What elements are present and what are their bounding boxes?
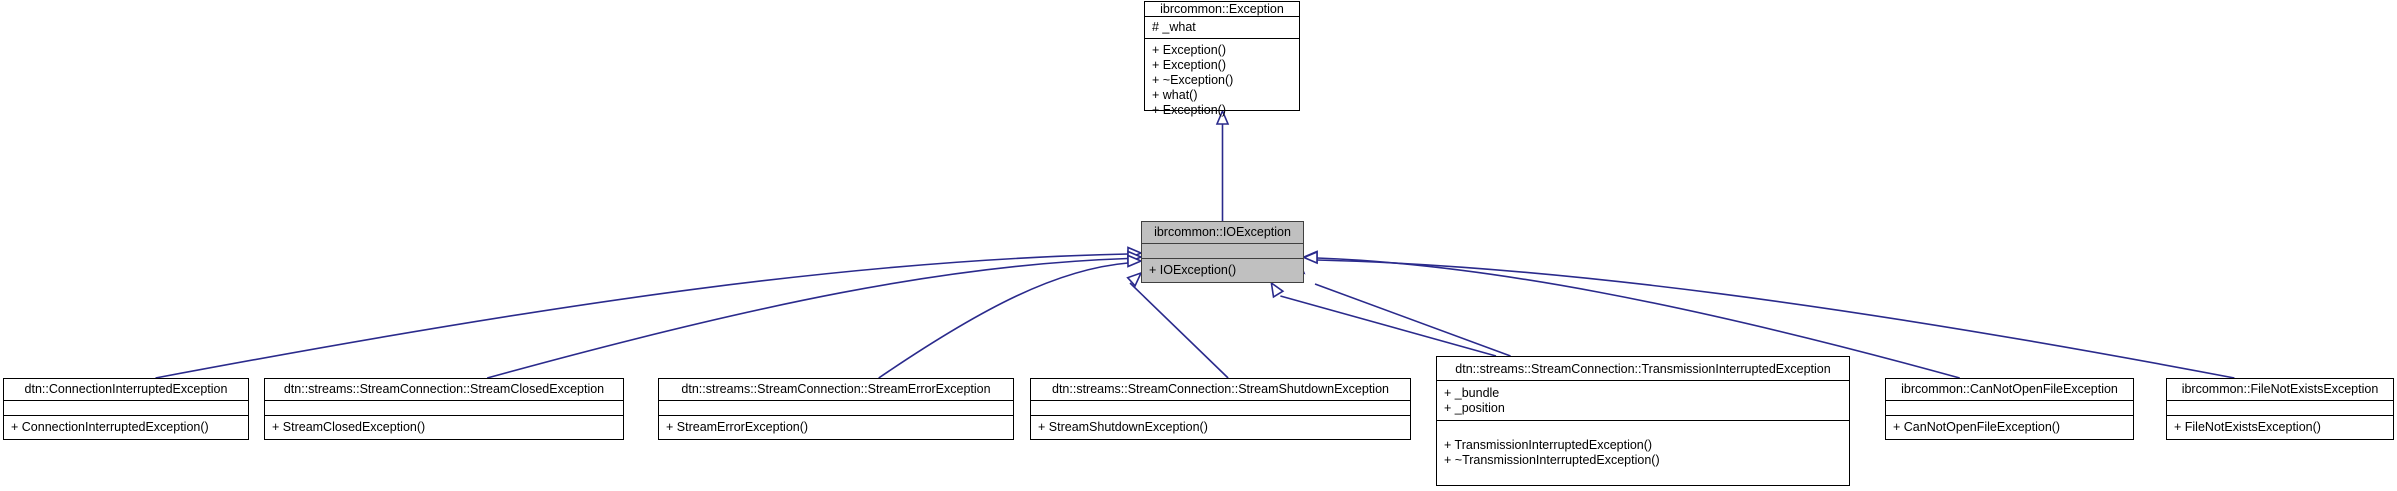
class-name-label: ibrcommon::CanNotOpenFileException [1901, 382, 2118, 397]
class-name-compartment: ibrcommon::FileNotExistsException [2167, 379, 2393, 400]
attributes-compartment [265, 399, 623, 415]
attributes-compartment: # _what [1145, 16, 1299, 38]
operation-row: + ConnectionInterruptedException() [11, 420, 209, 434]
inheritance-arrowhead [1301, 250, 1318, 264]
class-node-cannotopenfile[interactable]: ibrcommon::CanNotOpenFileException+ CanN… [1885, 378, 2134, 440]
class-name-label: ibrcommon::FileNotExistsException [2181, 382, 2379, 397]
attribute-row: # _what [1152, 20, 1196, 34]
operation-row: + StreamShutdownException() [1038, 420, 1208, 434]
operation-row: + IOException() [1149, 263, 1237, 277]
class-name-compartment: ibrcommon::IOException [1142, 222, 1303, 243]
operation-row: + Exception() [1152, 58, 1226, 72]
operation-row: + ~TransmissionInterruptedException() [1444, 453, 1660, 467]
attribute-row: + _bundle [1444, 385, 1500, 400]
attributes-compartment [659, 399, 1013, 415]
operation-row: + StreamClosedException() [272, 420, 426, 434]
operation-row: + CanNotOpenFileException() [1893, 420, 2061, 434]
operations-compartment: + StreamClosedException() [265, 415, 623, 439]
inheritance-edge [1129, 282, 1229, 379]
class-name-compartment: ibrcommon::CanNotOpenFileException [1886, 379, 2133, 400]
class-name-label: ibrcommon::IOException [1154, 225, 1291, 240]
class-name-compartment: dtn::streams::StreamConnection::StreamSh… [1031, 379, 1410, 400]
operations-compartment: + StreamErrorException() [659, 415, 1013, 439]
class-name-label: dtn::streams::StreamConnection::Transmis… [1455, 361, 1831, 376]
inheritance-arrowhead [1127, 254, 1144, 268]
class-node-streamerror[interactable]: dtn::streams::StreamConnection::StreamEr… [658, 378, 1014, 440]
inheritance-edge [878, 262, 1129, 379]
attributes-compartment [1031, 399, 1410, 415]
class-node-connectioninterrupted[interactable]: dtn::ConnectionInterruptedException+ Con… [3, 378, 249, 440]
class-name-compartment: ibrcommon::Exception [1145, 2, 1299, 16]
class-node-transmissioninterrupted[interactable]: dtn::streams::StreamConnection::Transmis… [1436, 356, 1850, 486]
class-name-compartment: dtn::streams::StreamConnection::StreamEr… [659, 379, 1013, 400]
inheritance-edge [1314, 283, 1511, 357]
operation-row: + TransmissionInterruptedException() [1444, 438, 1653, 452]
attributes-compartment [2167, 399, 2393, 415]
inheritance-edge [486, 257, 1129, 379]
operation-row: + StreamErrorException() [666, 420, 809, 434]
attributes-compartment [1886, 399, 2133, 415]
class-name-compartment: dtn::streams::StreamConnection::Transmis… [1437, 357, 1849, 380]
class-node-streamshutdown[interactable]: dtn::streams::StreamConnection::StreamSh… [1030, 378, 1411, 440]
class-node-streamclosed[interactable]: dtn::streams::StreamConnection::StreamCl… [264, 378, 624, 440]
operations-compartment: + FileNotExistsException() [2167, 415, 2393, 439]
operations-compartment: + CanNotOpenFileException() [1886, 415, 2133, 439]
operations-compartment: + StreamShutdownException() [1031, 415, 1410, 439]
class-name-label: ibrcommon::Exception [1160, 2, 1284, 16]
class-node-filenotexists[interactable]: ibrcommon::FileNotExistsException+ FileN… [2166, 378, 2394, 440]
inheritance-arrowhead [1127, 250, 1144, 264]
attributes-compartment [1142, 242, 1303, 258]
class-name-label: dtn::streams::StreamConnection::StreamEr… [681, 382, 991, 397]
operations-compartment: + Exception()+ Exception()+ ~Exception()… [1145, 38, 1299, 122]
attributes-compartment [4, 399, 248, 415]
attributes-compartment: + _bundle+ _position [1437, 380, 1849, 420]
operation-row: + what() [1152, 88, 1198, 102]
class-name-label: dtn::streams::StreamConnection::StreamCl… [283, 382, 605, 397]
operation-row: + FileNotExistsException() [2174, 420, 2321, 434]
class-node-exception[interactable]: ibrcommon::Exception# _what+ Exception()… [1144, 1, 1300, 117]
operation-row: + ~Exception() [1152, 73, 1234, 87]
inheritance-edge [155, 253, 1129, 379]
operation-row: + Exception() [1152, 43, 1226, 57]
class-name-compartment: dtn::ConnectionInterruptedException [4, 379, 248, 400]
attribute-row: + _position [1444, 400, 1505, 415]
operation-row: + Exception() [1152, 103, 1226, 117]
class-name-compartment: dtn::streams::StreamConnection::StreamCl… [265, 379, 623, 400]
operations-compartment: + TransmissionInterruptedException()+ ~T… [1437, 420, 1849, 485]
inheritance-arrowhead [1301, 250, 1318, 265]
class-name-label: dtn::streams::StreamConnection::StreamSh… [1052, 382, 1389, 397]
operations-compartment: + IOException() [1142, 258, 1303, 282]
inheritance-arrowhead [1127, 246, 1144, 260]
inheritance-arrowhead [1126, 271, 1143, 288]
class-node-ioexception[interactable]: ibrcommon::IOException+ IOException() [1141, 221, 1304, 283]
inheritance-arrowhead [1270, 281, 1285, 299]
class-name-label: dtn::ConnectionInterruptedException [24, 382, 228, 397]
operations-compartment: + ConnectionInterruptedException() [4, 415, 248, 439]
inheritance-edge [1280, 295, 1497, 357]
